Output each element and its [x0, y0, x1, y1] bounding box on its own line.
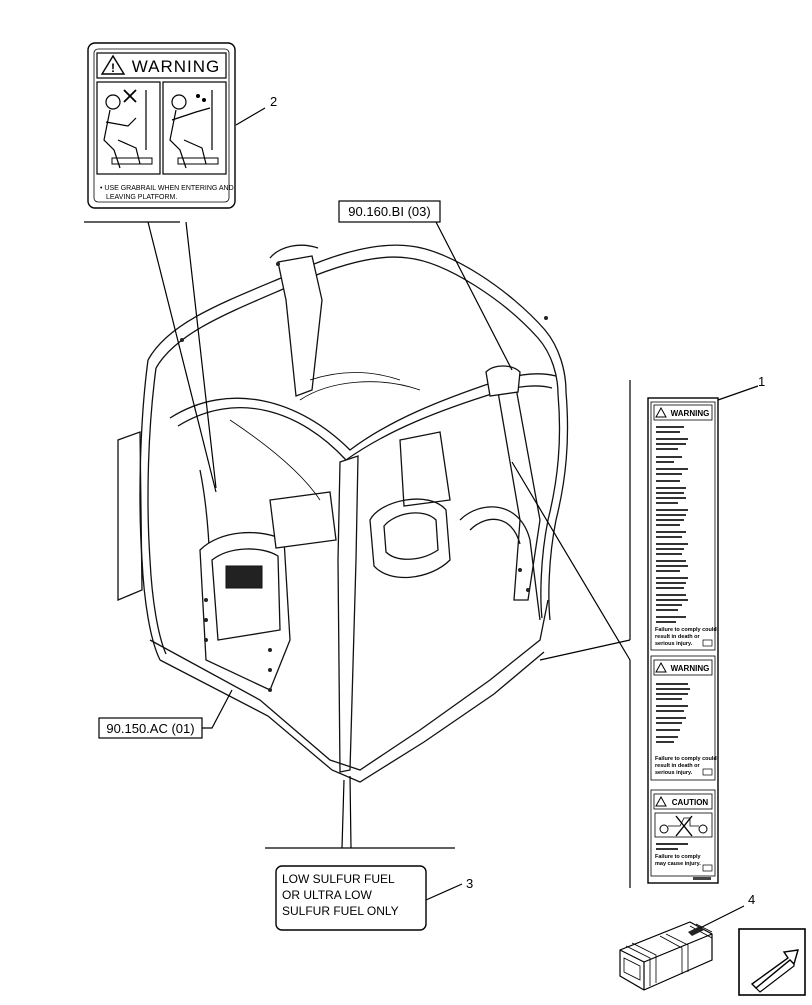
warning-triangle-icon: !	[100, 54, 126, 75]
strip-caution-text-lines	[656, 843, 688, 850]
warning-decal-strip: WARNING Failure to comply could result i…	[647, 397, 719, 884]
svg-text:!: !	[111, 61, 115, 75]
strip-caution-footer-line1: Failure to comply	[655, 854, 701, 860]
strip-warning2-text-lines	[656, 683, 690, 743]
tractor-icon	[654, 812, 713, 838]
strip-warning2-footer-line3: serious injury.	[655, 770, 693, 776]
decal-1-leader-a	[539, 639, 631, 661]
strip-warning1-text-lines	[656, 426, 688, 623]
strip-caution-footer-line2: may cause injury.	[655, 861, 701, 867]
strip-warning2-header: WARNING	[671, 664, 710, 673]
callout-2-number: 2	[270, 94, 277, 109]
fuel-decal-leader-b	[349, 775, 352, 849]
warning-top-caption-line2: LEAVING PLATFORM.	[106, 194, 177, 201]
strip-warning1-footer-line3: serious injury.	[655, 641, 693, 647]
ref-box-90-150-ac: 90.150.AC (01)	[98, 717, 203, 739]
warning-triangle-icon	[655, 795, 667, 807]
fuel-decal: LOW SULFUR FUEL OR ULTRA LOW SULFUR FUEL…	[275, 865, 427, 931]
warning-triangle-icon	[655, 406, 667, 418]
strip-warning1-header: WARNING	[671, 409, 710, 418]
fuel-decal-leader-a	[341, 779, 345, 849]
decal-1-leader-b	[511, 461, 631, 661]
fuel-decal-line3: SULFUR FUEL ONLY	[282, 904, 399, 918]
decal-2-leader-b	[185, 221, 217, 489]
strip-warning2-footer-line2: result in death or	[655, 763, 700, 769]
ref-top-label: 90.160.BI (03)	[348, 204, 430, 219]
ref-left-leader	[202, 689, 233, 729]
ref-top-leader	[435, 221, 513, 371]
strip-warning1-footer-line2: result in death or	[655, 634, 700, 640]
callout-4-number: 4	[748, 892, 755, 907]
callout-2-leader	[235, 107, 266, 126]
callout-1-leader	[717, 385, 759, 401]
warning-triangle-icon	[655, 661, 667, 673]
next-page-arrow-icon[interactable]	[738, 928, 806, 996]
callout-3-number: 3	[466, 876, 473, 891]
tractor-cab-illustration	[117, 244, 569, 783]
fuel-decal-line2: OR ULTRA LOW	[282, 888, 372, 902]
strip-caution-header: CAUTION	[672, 798, 709, 807]
warning-top-header: WARNING	[132, 57, 221, 76]
shipping-crate-icon	[619, 921, 713, 991]
operator-grabrail-icon	[96, 81, 227, 175]
ref-left-label: 90.150.AC (01)	[106, 721, 194, 736]
callout-1-number: 1	[758, 374, 765, 389]
callout-3-leader	[425, 883, 463, 901]
warning-decal-grabrail: ! WARNING • USE GRABRAIL WHEN ENTERING A…	[87, 42, 236, 209]
strip-warning1-footer-line1: Failure to comply could	[655, 627, 717, 633]
fuel-decal-line1: LOW SULFUR FUEL	[282, 872, 395, 886]
ref-box-90-160-bi: 90.160.BI (03)	[338, 200, 441, 223]
callout-4-leader	[699, 905, 745, 929]
decal-2-leader-a	[147, 221, 217, 493]
warning-top-caption-line1: • USE GRABRAIL WHEN ENTERING AND	[100, 185, 234, 192]
strip-warning2-footer-line1: Failure to comply could	[655, 756, 717, 762]
